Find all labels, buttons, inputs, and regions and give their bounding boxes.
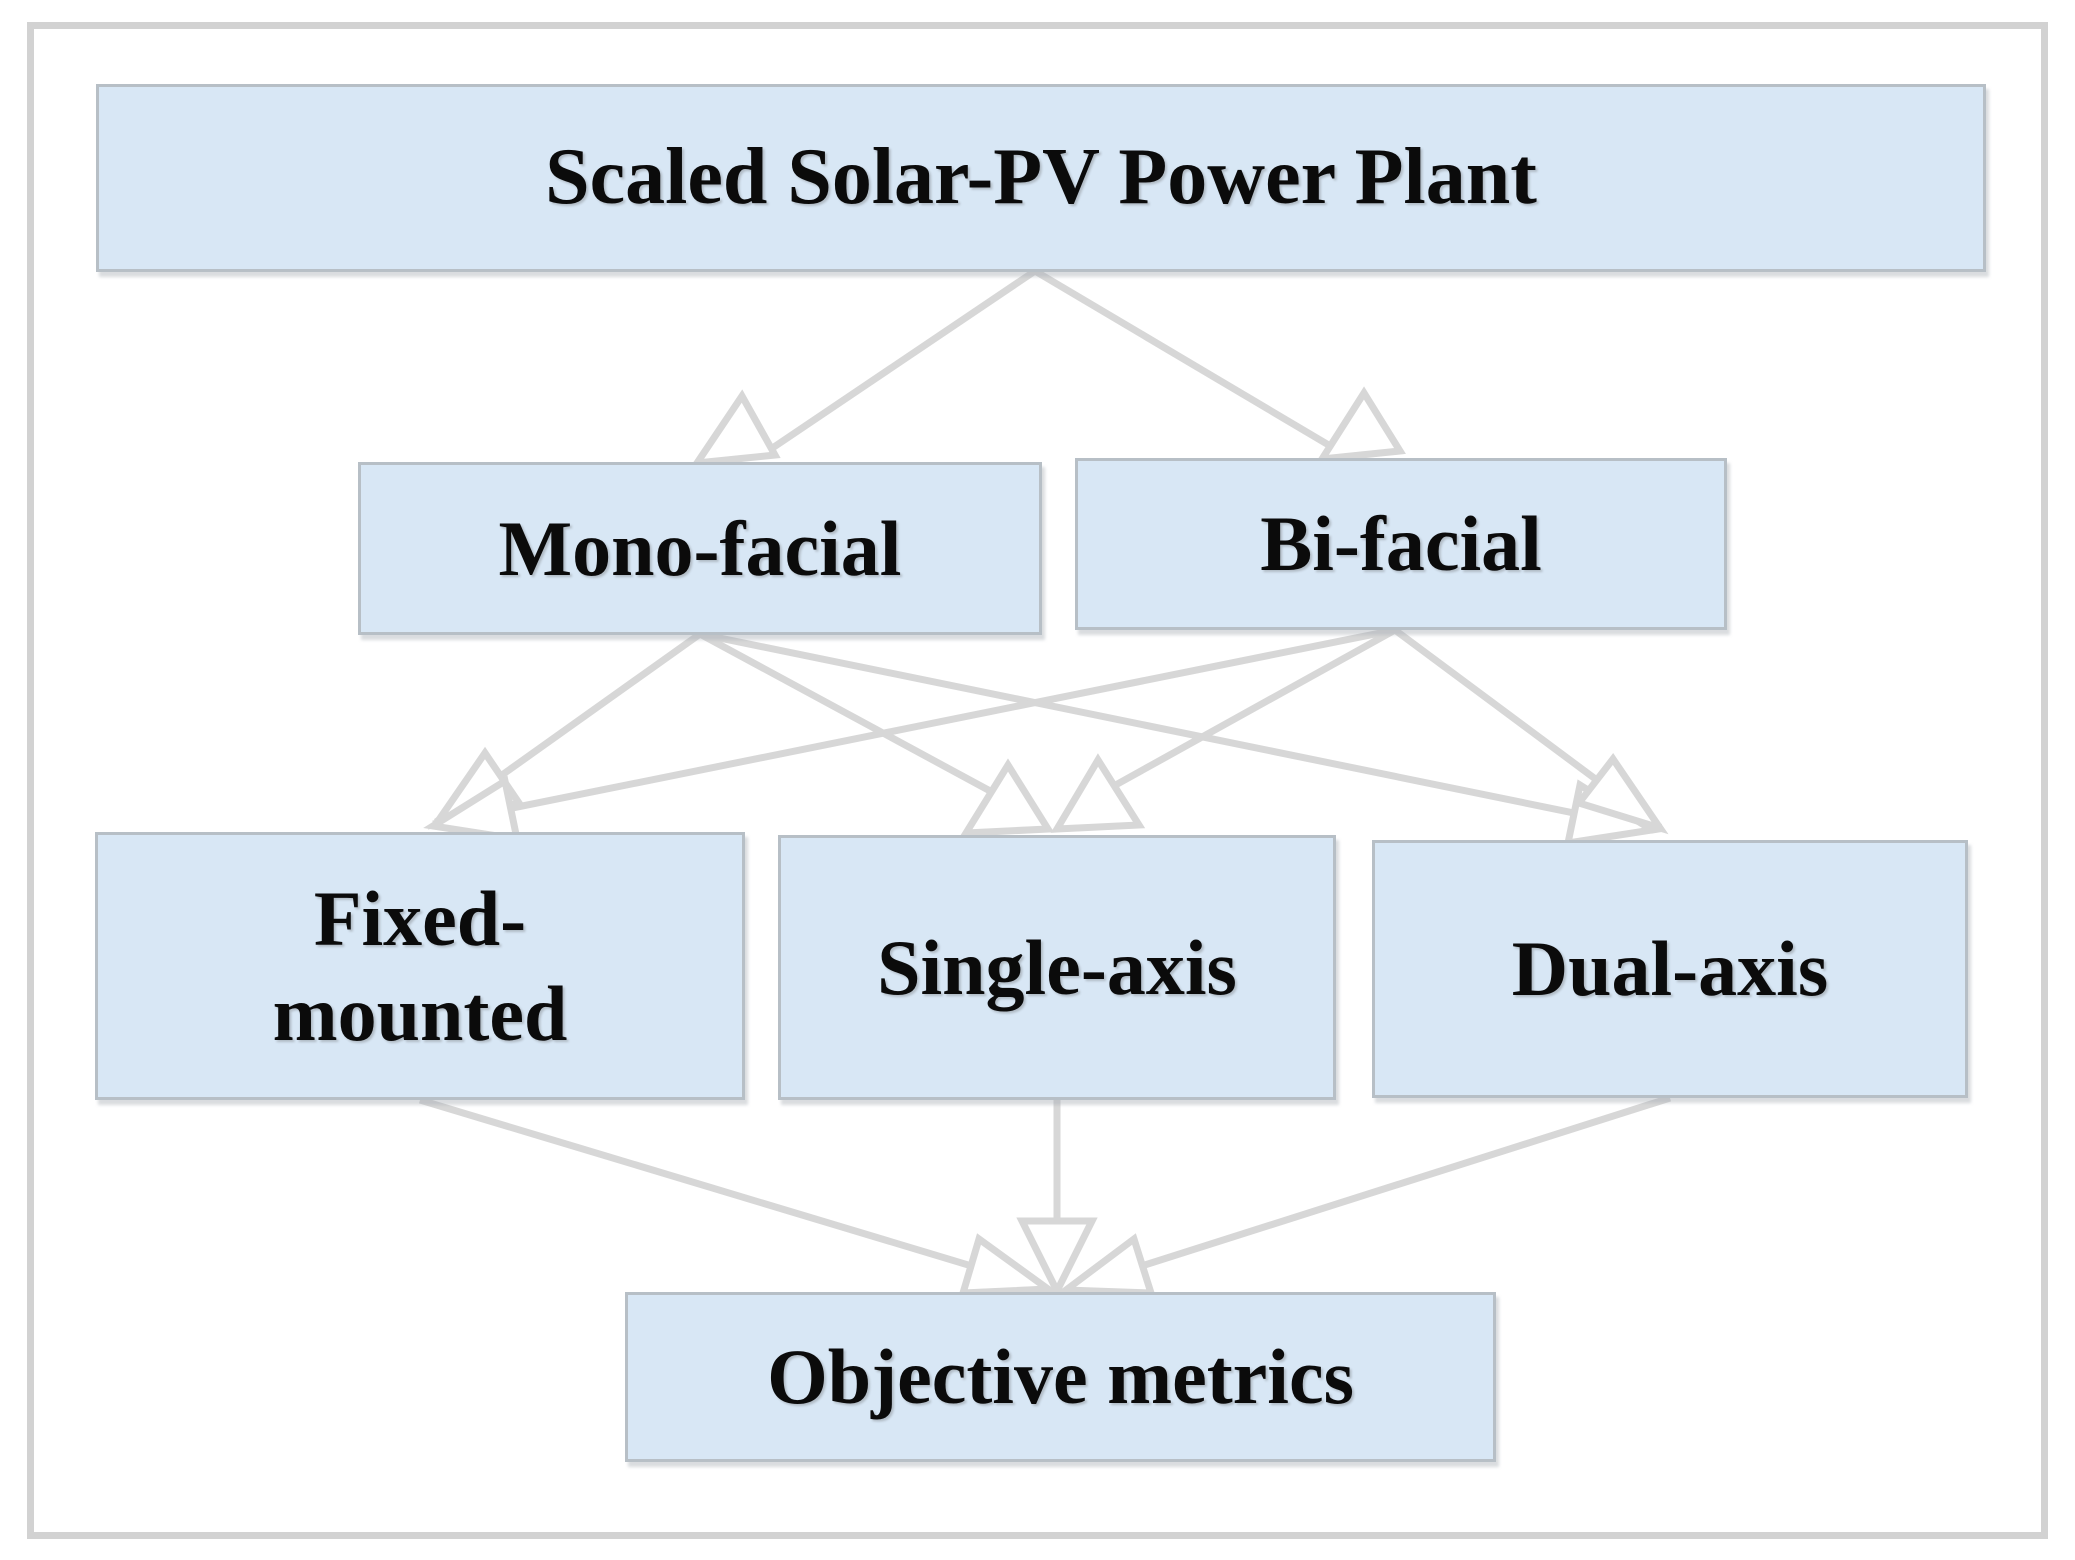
arrowhead-dual-objective: [1055, 1233, 1156, 1297]
edge-dual-objective: [1064, 1094, 1672, 1294]
arrowhead-single-objective: [1016, 1217, 1098, 1299]
node-label-mono-facial: Mono-facial: [498, 504, 902, 592]
arrowhead-root-mono: [689, 389, 781, 468]
edge-bi-fixed: [432, 626, 1396, 828]
node-label-fixed-mounted: Fixed- mounted: [272, 874, 568, 1057]
edge-bi-single: [1110, 626, 1397, 791]
node-label-objective-metrics: Objective metrics: [767, 1333, 1354, 1421]
arrowhead-bi-single: [1050, 753, 1146, 833]
arrowhead-bi-dual: [1573, 753, 1669, 835]
arrowhead-mono-single: [959, 758, 1055, 837]
node-scaled-solar-pv-power-plant: Scaled Solar-PV Power Plant: [96, 84, 1986, 272]
edge-mono-dual: [699, 630, 1653, 833]
edge-root-bi: [1033, 267, 1334, 451]
node-dual-axis: Dual-axis: [1372, 840, 1968, 1098]
node-bi-facial: Bi-facial: [1075, 458, 1727, 630]
edge-root-mono: [766, 268, 1037, 454]
node-label-bi-facial: Bi-facial: [1260, 500, 1542, 588]
arrowhead-root-bi: [1315, 386, 1406, 464]
edge-mono-single: [698, 630, 994, 796]
node-label-root: Scaled Solar-PV Power Plant: [545, 133, 1537, 222]
edge-fixed-objective: [418, 1096, 1050, 1293]
node-objective-metrics: Objective metrics: [625, 1292, 1496, 1462]
node-label-single-axis: Single-axis: [877, 923, 1237, 1011]
node-mono-facial: Mono-facial: [358, 462, 1042, 635]
node-fixed-mounted: Fixed- mounted: [95, 832, 745, 1100]
arrowhead-fixed-objective: [958, 1233, 1059, 1297]
node-single-axis: Single-axis: [778, 835, 1336, 1100]
node-label-dual-axis: Dual-axis: [1511, 925, 1829, 1013]
